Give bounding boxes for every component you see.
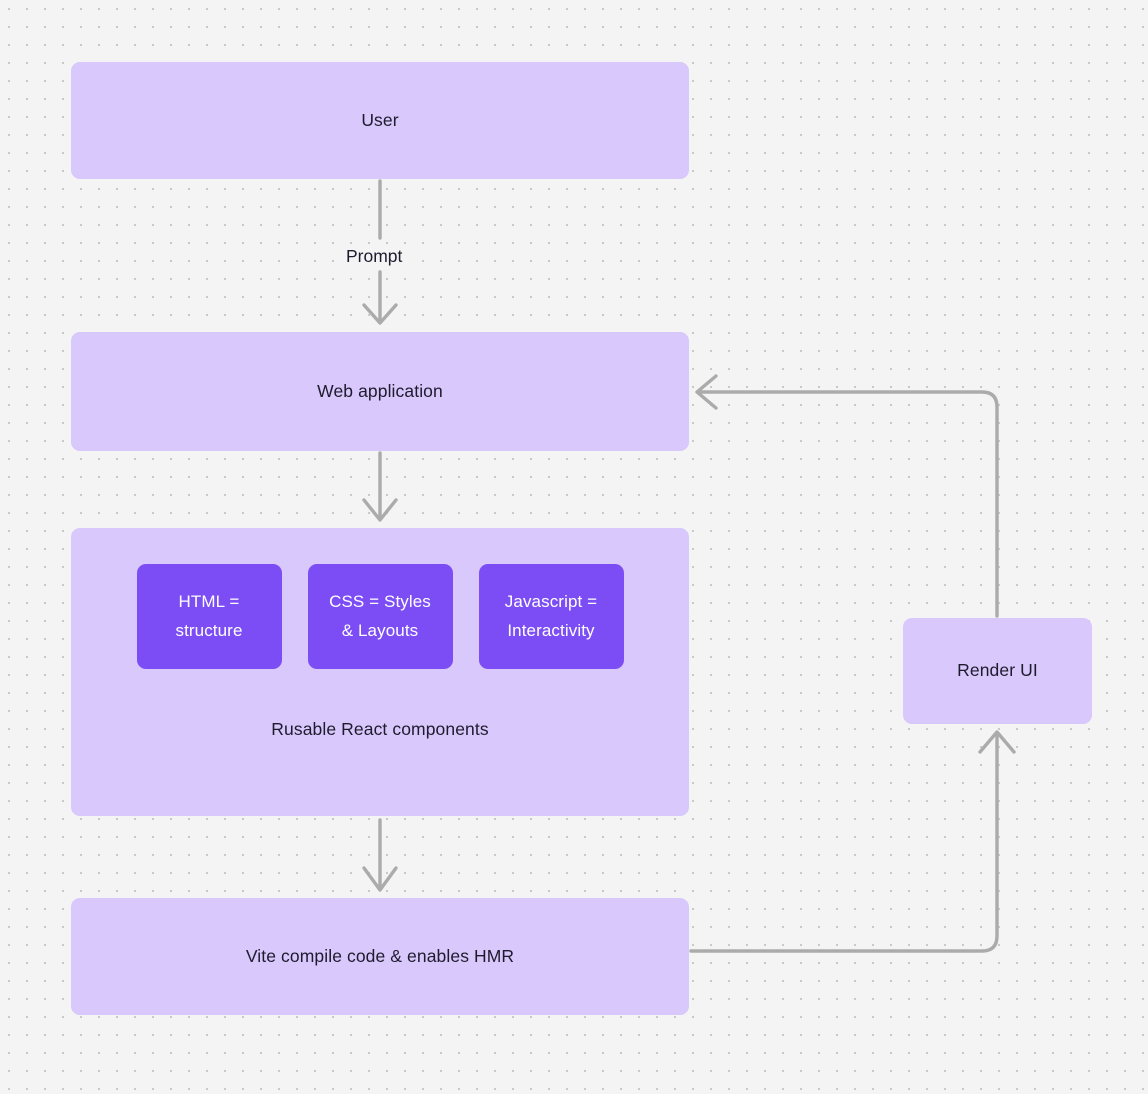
subnode-css[interactable]: CSS = Styles & Layouts bbox=[307, 564, 453, 669]
subnode-html[interactable]: HTML = structure bbox=[136, 564, 282, 669]
node-web-application-label: Web application bbox=[317, 380, 443, 401]
node-render-ui-label: Render UI bbox=[957, 660, 1038, 681]
react-group-caption: Rusable React components bbox=[271, 719, 489, 739]
edge-render-to-webapp bbox=[695, 374, 999, 618]
subnode-css-label: CSS = Styles & Layouts bbox=[329, 591, 431, 640]
edge-vite-to-render bbox=[689, 730, 1016, 953]
node-web-application[interactable]: Web application bbox=[71, 332, 689, 451]
subnode-html-label: HTML = structure bbox=[175, 591, 243, 640]
edge-webapp-to-react bbox=[362, 451, 398, 522]
subnode-javascript[interactable]: Javascript = Interactivity bbox=[478, 564, 624, 669]
subnode-javascript-label: Javascript = Interactivity bbox=[504, 591, 598, 640]
react-group-inner: HTML = structure CSS = Styles & Layouts … bbox=[71, 528, 689, 816]
node-user[interactable]: User bbox=[71, 62, 689, 179]
edge-label-prompt: Prompt bbox=[339, 245, 410, 268]
node-render-ui[interactable]: Render UI bbox=[903, 618, 1092, 724]
react-subnode-row: HTML = structure CSS = Styles & Layouts … bbox=[71, 564, 689, 669]
node-vite-label: Vite compile code & enables HMR bbox=[245, 945, 515, 966]
node-vite[interactable]: Vite compile code & enables HMR bbox=[71, 898, 689, 1015]
edge-react-to-vite bbox=[362, 818, 398, 892]
node-react-components-group[interactable]: HTML = structure CSS = Styles & Layouts … bbox=[71, 528, 689, 816]
node-user-label: User bbox=[361, 109, 399, 130]
